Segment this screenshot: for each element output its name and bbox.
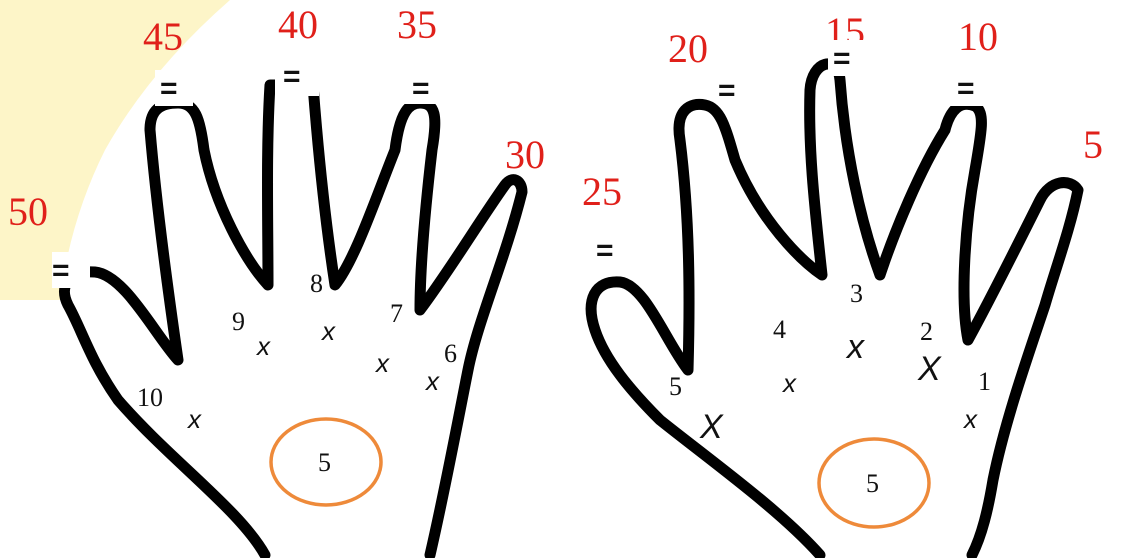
left-palm-number-10: 10 [137,383,163,412]
left-finger-value-1: 50 [8,189,48,234]
right-multiply-mark-5: x [962,404,978,434]
right-finger-value-4: 10 [958,14,998,59]
right-multiply-mark-3: x [845,328,865,366]
left-equals-2: = [160,72,178,105]
left-equals-4: = [412,72,430,105]
left-palm-number-9: 9 [232,307,245,336]
right-palm-number-4: 4 [773,315,786,344]
left-circle-number: 5 [318,448,331,477]
right-palm-number-1: 1 [978,367,991,396]
right-equals-1: = [596,234,614,267]
right-equals-3: = [833,42,851,75]
right-multiply-mark-2: x [781,368,797,398]
left-finger-value-4: 35 [397,2,437,47]
left-multiply-mark-2: x [255,331,271,361]
left-equals-1: = [52,254,70,287]
left-multiply-mark-3: x [320,316,336,346]
right-equals-4: = [957,72,975,105]
right-palm-number-2: 2 [920,317,933,346]
left-finger-value-5: 30 [505,132,545,177]
left-equals-3: = [283,60,301,93]
left-finger-value-3: 40 [278,2,318,47]
right-multiply-mark-1: X [699,408,724,446]
right-hand-outline [591,64,1078,555]
right-finger-value-2: 20 [668,26,708,71]
right-multiply-mark-4: X [917,350,942,388]
right-palm-number-5: 5 [669,372,682,401]
right-circle-number: 5 [866,469,879,498]
right-finger-value-5: 5 [1083,122,1103,167]
left-palm-number-8: 8 [310,269,323,298]
left-palm-number-7: 7 [390,299,403,328]
left-hand-outline [64,85,522,555]
right-equals-2: = [718,74,736,107]
left-palm-number-6: 6 [444,339,457,368]
right-palm-number-3: 3 [850,279,863,308]
left-multiply-mark-4: x [374,348,390,378]
right-finger-value-1: 25 [582,169,622,214]
left-finger-value-2: 45 [143,14,183,59]
left-multiply-mark-1: x [186,404,202,434]
watermark-shape [0,0,230,300]
left-multiply-mark-5: x [424,366,440,396]
